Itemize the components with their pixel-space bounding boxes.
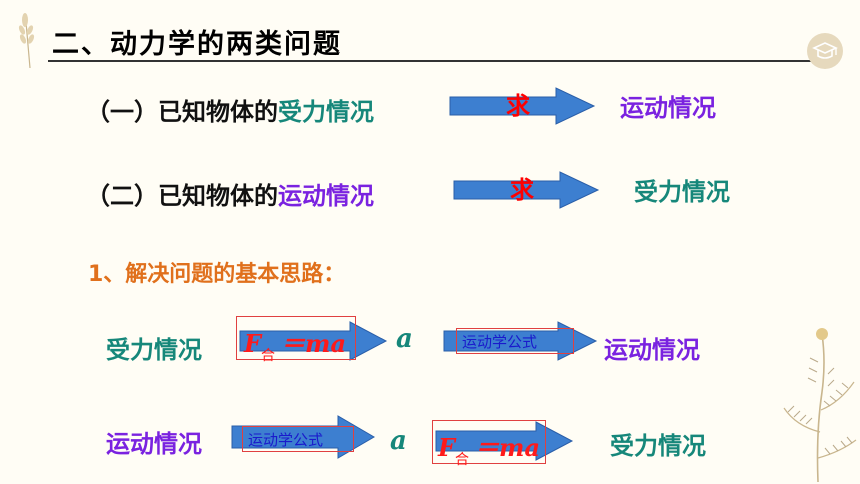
title-underline <box>48 60 818 62</box>
row2-target: 受力情况 <box>634 178 730 206</box>
flow2-end: 受力情况 <box>610 432 706 460</box>
flow1-formula-rest: ＝ma <box>281 329 346 358</box>
row1-arrow-icon <box>449 87 596 125</box>
flow1-formula-f: F <box>244 329 262 358</box>
flow2-formula: F合 ＝ma <box>438 428 540 469</box>
row2-text: （二）已知物体的运动情况 <box>86 176 374 211</box>
row2-prefix: （二）已知物体的 <box>86 182 278 210</box>
flow1-formula: F合 ＝ma <box>244 324 346 365</box>
row1-target: 运动情况 <box>620 94 716 122</box>
flow1-label-box <box>456 328 574 354</box>
graduation-cap-icon <box>807 33 843 69</box>
row1-text: （一）已知物体的受力情况 <box>86 92 374 127</box>
flow2-label-box <box>242 426 354 452</box>
row1-prefix: （一）已知物体的 <box>86 98 278 126</box>
flow2-formula-box <box>432 420 546 464</box>
flow1-start: 受力情况 <box>106 336 202 364</box>
flow1-end: 运动情况 <box>604 336 700 364</box>
flow2-box-label: 运动学公式 <box>248 431 324 449</box>
flow1-formula-box <box>236 316 356 360</box>
wheat-sprig-icon <box>18 13 35 69</box>
row1-known: 受力情况 <box>278 98 374 126</box>
row2-known: 运动情况 <box>278 182 374 210</box>
flow2-formula-rest: ＝ma <box>475 433 540 462</box>
leaf-branch-icon <box>783 328 857 483</box>
flow2-arrow2-icon <box>435 421 574 461</box>
flow2-start: 运动情况 <box>106 430 202 458</box>
row1-arrow-label: 求 <box>506 92 530 120</box>
row2-arrow-icon <box>453 171 600 209</box>
flow2-formula-sub: 合 <box>455 452 470 468</box>
flow2-mid: a <box>390 426 407 456</box>
flow1-mid: a <box>396 324 413 354</box>
row2-arrow-label: 求 <box>510 176 534 204</box>
section-heading: 1、解决问题的基本思路： <box>88 262 346 287</box>
flow1-arrow1-icon <box>239 321 388 361</box>
flow2-formula-f: F <box>438 433 456 462</box>
flow1-formula-sub: 合 <box>261 348 276 364</box>
flow1-box-label: 运动学公式 <box>462 333 538 351</box>
page-title: 二、动力学的两类问题 <box>52 29 342 60</box>
flow1-arrow2-icon <box>443 321 598 361</box>
